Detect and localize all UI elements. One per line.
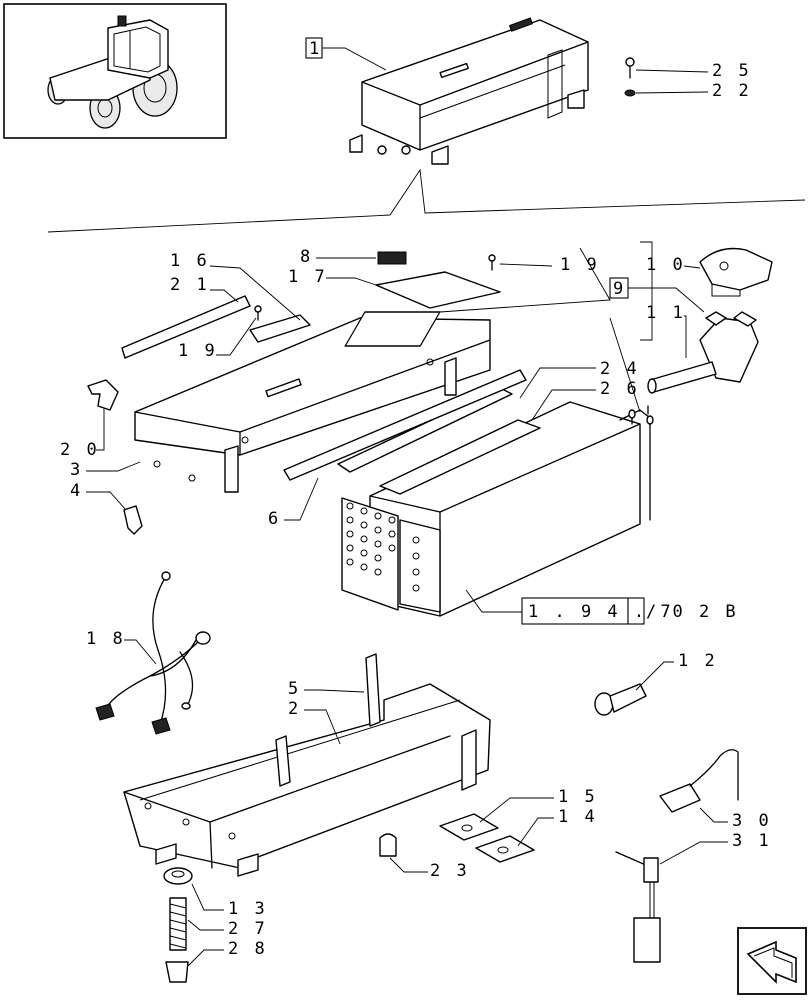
callout-15: 1 5 <box>558 787 598 807</box>
bolt-part[interactable] <box>624 57 636 97</box>
bolt-12[interactable] <box>594 683 647 716</box>
clip-20[interactable] <box>87 379 119 411</box>
screw-19[interactable] <box>254 305 262 321</box>
callout-13: 1 3 <box>228 899 268 919</box>
sensor-31[interactable] <box>615 851 661 963</box>
callout-12: 1 2 <box>678 651 718 671</box>
callout-31: 3 1 <box>732 831 772 851</box>
callout-2: 2 <box>288 699 301 719</box>
sensor-30[interactable] <box>659 749 739 813</box>
callout-26: 2 6 <box>600 379 640 399</box>
callout-16: 1 6 <box>170 251 210 271</box>
plate-16[interactable] <box>249 314 311 343</box>
reference-suffix: / 0 2 B <box>646 602 739 622</box>
callout-20: 2 0 <box>60 440 100 460</box>
callout-27: 2 7 <box>228 919 268 939</box>
callout-9: 9 <box>613 279 626 299</box>
callout-14: 1 4 <box>558 807 598 827</box>
clip-4[interactable] <box>123 505 143 535</box>
drip-tray[interactable] <box>123 683 491 877</box>
callout-25: 2 5 <box>712 61 752 81</box>
unit-cover[interactable] <box>134 311 491 493</box>
callout-8: 8 <box>300 247 313 267</box>
cover-plate[interactable] <box>375 271 501 309</box>
callout-1: 1 <box>309 39 322 59</box>
seal-6[interactable] <box>283 369 527 481</box>
callout-11: 1 1 <box>646 303 686 323</box>
callout-30: 3 0 <box>732 811 772 831</box>
callout-6: 6 <box>268 509 281 529</box>
air-conditioning-unit-assembly[interactable] <box>349 17 589 165</box>
cap-23[interactable] <box>379 833 397 857</box>
callout-5: 5 <box>288 679 301 699</box>
plate-15[interactable] <box>439 813 499 841</box>
callout-18: 1 8 <box>86 629 126 649</box>
expansion-valve-group[interactable] <box>647 247 773 394</box>
callout-10: 1 0 <box>646 255 686 275</box>
strip-5b[interactable] <box>275 735 291 787</box>
callout-19b: 1 9 <box>560 255 600 275</box>
evaporator-ports <box>346 502 420 592</box>
tractor-thumbnail-icon[interactable] <box>3 3 227 139</box>
callout-3: 3 <box>70 460 83 480</box>
seal-24[interactable] <box>379 419 541 495</box>
wiring-harness[interactable] <box>95 571 211 735</box>
callout-23: 2 3 <box>430 861 470 881</box>
screw-19b[interactable] <box>488 254 496 271</box>
next-page-arrow-icon[interactable] <box>737 927 807 995</box>
callout-21: 2 1 <box>170 275 210 295</box>
reference-code: 1 . 9 4 . 7 <box>528 602 674 622</box>
callout-28: 2 8 <box>228 939 268 959</box>
gasket-strip[interactable] <box>121 295 251 359</box>
evaporator-core[interactable] <box>341 401 654 617</box>
callout-24: 2 4 <box>600 359 640 379</box>
drain-bolt-stack[interactable] <box>163 867 193 983</box>
strip-5[interactable] <box>365 653 381 727</box>
callout-19a: 1 9 <box>178 341 218 361</box>
callout-4: 4 <box>70 481 83 501</box>
callout-22: 2 2 <box>712 81 752 101</box>
label-decal[interactable] <box>377 251 407 265</box>
callout-17: 1 7 <box>288 267 328 287</box>
plate-14[interactable] <box>475 835 535 863</box>
